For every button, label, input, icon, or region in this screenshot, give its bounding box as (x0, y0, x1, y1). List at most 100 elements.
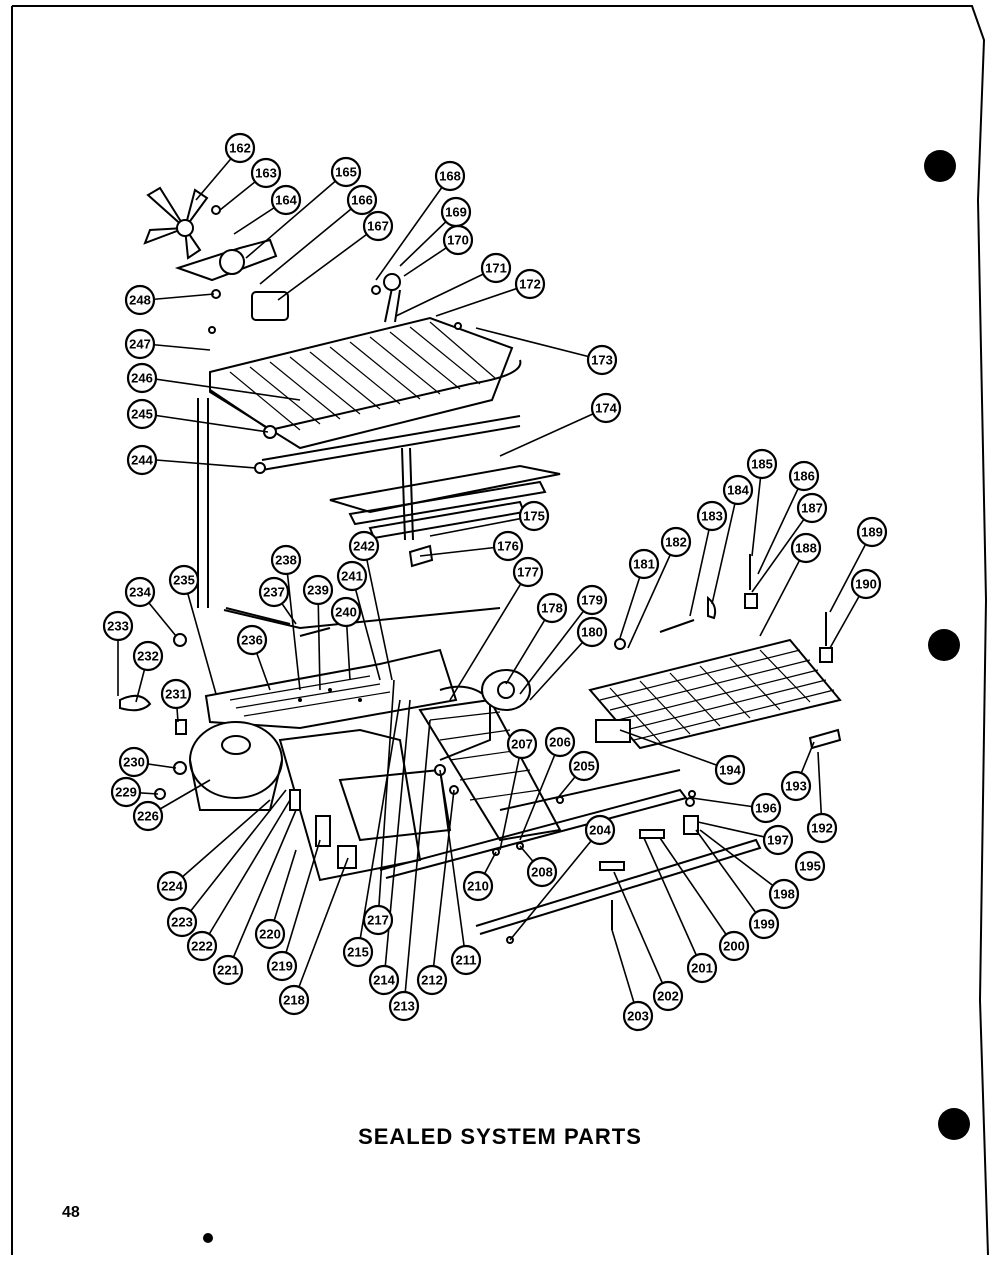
callout-245: 245 (126, 398, 158, 430)
svg-text:242: 242 (353, 539, 375, 554)
callout-162: 162 (224, 132, 256, 164)
svg-text:190: 190 (855, 577, 877, 592)
svg-text:233: 233 (107, 619, 129, 634)
callout-190: 190 (850, 568, 882, 600)
svg-text:201: 201 (691, 961, 713, 976)
callout-168: 168 (434, 160, 466, 192)
svg-text:248: 248 (129, 293, 151, 308)
callout-186: 186 (788, 460, 820, 492)
svg-text:223: 223 (171, 915, 193, 930)
callout-183: 183 (696, 500, 728, 532)
callout-239: 239 (302, 574, 334, 606)
callout-210: 210 (462, 870, 494, 902)
svg-text:211: 211 (456, 953, 477, 968)
diagram-title: SEALED SYSTEM PARTS (358, 1124, 642, 1149)
callout-226: 226 (132, 800, 164, 832)
callout-192: 192 (806, 812, 838, 844)
svg-text:178: 178 (541, 601, 563, 616)
svg-text:237: 237 (263, 585, 285, 600)
tubing-part (197, 273, 521, 630)
callout-247: 247 (124, 328, 156, 360)
callout-198: 198 (768, 878, 800, 910)
callout-236: 236 (236, 624, 268, 656)
svg-text:177: 177 (517, 565, 539, 580)
callout-244: 244 (126, 444, 158, 476)
callout-194: 194 (714, 754, 746, 786)
callout-214: 214 (368, 964, 400, 996)
svg-text:180: 180 (581, 625, 603, 640)
callout-164: 164 (270, 184, 302, 216)
svg-text:196: 196 (755, 801, 777, 816)
callout-165: 165 (330, 156, 362, 188)
callout-201: 201 (686, 952, 718, 984)
svg-text:206: 206 (549, 735, 571, 750)
callout-184: 184 (722, 474, 754, 506)
callout-203: 203 (622, 1000, 654, 1032)
callout-188: 188 (790, 532, 822, 564)
svg-text:202: 202 (657, 989, 679, 1004)
callout-179: 179 (576, 584, 608, 616)
svg-text:240: 240 (335, 605, 357, 620)
svg-text:221: 221 (217, 963, 239, 978)
svg-text:247: 247 (129, 337, 151, 352)
svg-text:197: 197 (767, 833, 789, 848)
svg-text:222: 222 (191, 939, 213, 954)
callout-163: 163 (250, 157, 282, 189)
svg-text:231: 231 (165, 687, 187, 702)
svg-text:169: 169 (445, 205, 467, 220)
callout-176: 176 (492, 530, 524, 562)
svg-text:220: 220 (259, 927, 281, 942)
callout-223: 223 (166, 906, 198, 938)
svg-text:215: 215 (347, 945, 369, 960)
callout-242: 242 (348, 530, 380, 562)
callout-221: 221 (212, 954, 244, 986)
svg-text:200: 200 (723, 939, 745, 954)
svg-text:229: 229 (115, 785, 137, 800)
svg-text:219: 219 (271, 959, 293, 974)
svg-text:207: 207 (511, 737, 533, 752)
svg-text:239: 239 (307, 583, 329, 598)
svg-text:224: 224 (161, 879, 183, 894)
svg-text:210: 210 (467, 879, 489, 894)
callout-213: 213 (388, 990, 420, 1022)
svg-text:208: 208 (531, 865, 553, 880)
callout-197: 197 (762, 824, 794, 856)
callout-169: 169 (440, 196, 472, 228)
svg-text:218: 218 (283, 993, 305, 1008)
svg-text:235: 235 (173, 573, 195, 588)
svg-text:195: 195 (799, 859, 821, 874)
svg-text:189: 189 (861, 525, 883, 540)
svg-text:184: 184 (727, 483, 749, 498)
compressor-part (189, 721, 283, 811)
svg-text:187: 187 (801, 501, 823, 516)
callout-189: 189 (856, 516, 888, 548)
callout-204: 204 (584, 814, 616, 846)
svg-text:193: 193 (785, 779, 807, 794)
callout-177: 177 (512, 556, 544, 588)
callout-180: 180 (576, 616, 608, 648)
callout-202: 202 (652, 980, 684, 1012)
svg-text:192: 192 (811, 821, 833, 836)
page-number: 48 (62, 1204, 80, 1221)
callout-234: 234 (124, 576, 156, 608)
callout-230: 230 (118, 746, 150, 778)
svg-text:199: 199 (753, 917, 775, 932)
callout-178: 178 (536, 592, 568, 624)
callout-241: 241 (336, 560, 368, 592)
callout-166: 166 (346, 184, 378, 216)
callout-bubbles: 162 163 164 165 166 167 168 169 170 171 … (102, 132, 888, 1032)
callout-207: 207 (506, 728, 538, 760)
callout-217: 217 (362, 904, 394, 936)
callout-167: 167 (362, 210, 394, 242)
callout-229: 229 (110, 776, 142, 808)
fan-blade-part (143, 186, 209, 260)
hardware-parts (119, 205, 842, 944)
svg-text:185: 185 (751, 457, 773, 472)
callout-185: 185 (746, 448, 778, 480)
wire-shelf-part (588, 638, 842, 750)
evaporator-part (209, 316, 522, 450)
svg-text:186: 186 (793, 469, 815, 484)
callout-187: 187 (796, 492, 828, 524)
callout-170: 170 (442, 224, 474, 256)
svg-text:236: 236 (241, 633, 263, 648)
